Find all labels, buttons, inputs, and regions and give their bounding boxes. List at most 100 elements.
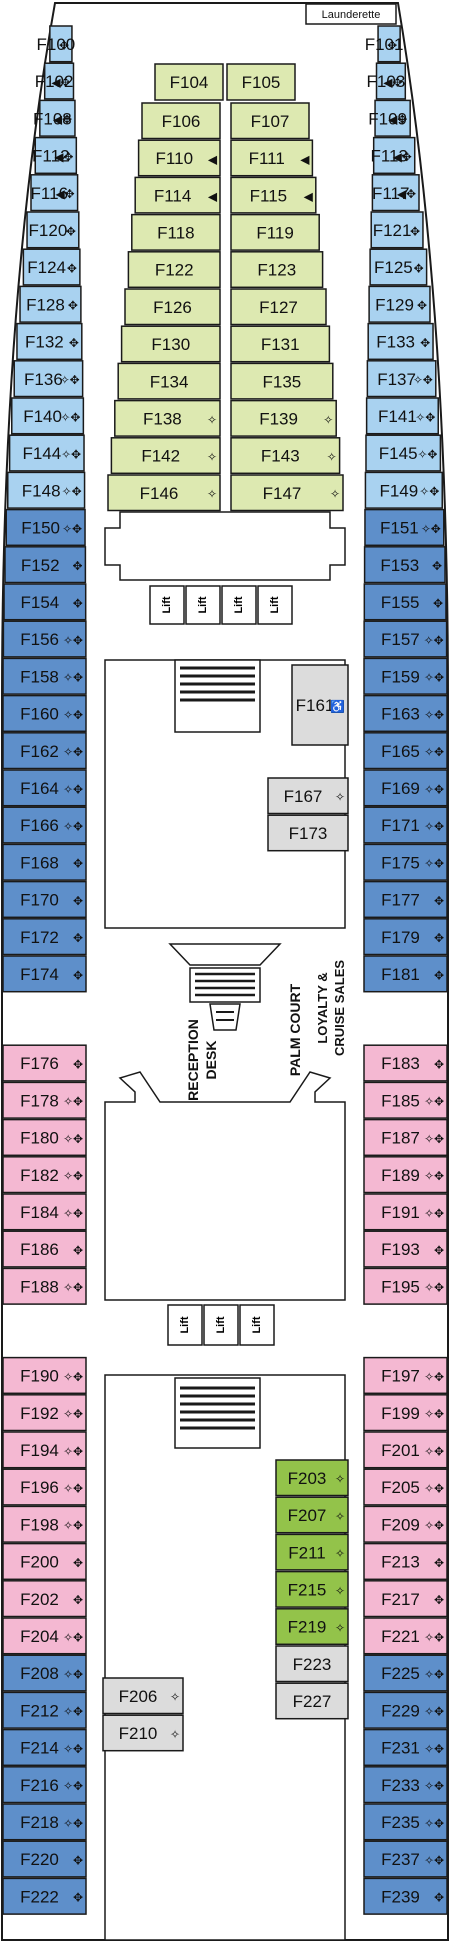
cabin-f206[interactable]: F206✧ bbox=[102, 1677, 184, 1715]
cabin-f108[interactable]: F108◀✥ bbox=[33, 99, 76, 137]
cabin-f187[interactable]: F187✧✥ bbox=[363, 1118, 448, 1157]
cabin-f166[interactable]: F166✧✥ bbox=[2, 806, 87, 844]
cabin-f148[interactable]: F148✧✥ bbox=[7, 471, 86, 509]
cabin-f115[interactable]: F115◀ bbox=[230, 176, 317, 214]
cabin-f197[interactable]: F197✧✥ bbox=[363, 1356, 448, 1395]
cabin-f117[interactable]: F117◀✥ bbox=[371, 174, 420, 212]
cabin-f202[interactable]: F202✥ bbox=[2, 1580, 87, 1618]
cabin-f221[interactable]: F221✧✥ bbox=[363, 1617, 448, 1655]
cabin-f133[interactable]: F133✥ bbox=[367, 322, 434, 361]
cabin-f168[interactable]: F168✥ bbox=[2, 843, 87, 881]
cabin-f159[interactable]: F159✧✥ bbox=[363, 657, 448, 695]
cabin-f189[interactable]: F189✧✥ bbox=[363, 1156, 448, 1194]
cabin-f170[interactable]: F170✥ bbox=[2, 880, 87, 919]
cabin-f182[interactable]: F182✧✥ bbox=[2, 1156, 87, 1194]
cabin-f142[interactable]: F142✧ bbox=[110, 437, 221, 475]
cabin-f215[interactable]: F215✧ bbox=[275, 1570, 349, 1608]
cabin-f154[interactable]: F154✥ bbox=[3, 583, 87, 621]
cabin-f163[interactable]: F163✧✥ bbox=[363, 694, 448, 733]
cabin-f134[interactable]: F134 bbox=[117, 362, 221, 400]
cabin-f183[interactable]: F183✥ bbox=[363, 1044, 448, 1082]
cabin-f145[interactable]: F145✧✥ bbox=[365, 434, 442, 472]
cabin-f192[interactable]: F192✧✥ bbox=[2, 1394, 87, 1432]
cabin-f190[interactable]: F190✧✥ bbox=[2, 1356, 87, 1395]
cabin-f128[interactable]: F128✥ bbox=[19, 285, 82, 323]
cabin-f162[interactable]: F162✧✥ bbox=[2, 732, 87, 770]
cabin-f195[interactable]: F195✧✥ bbox=[363, 1267, 448, 1305]
cabin-f116[interactable]: F116◀✥ bbox=[30, 174, 79, 212]
cabin-f143[interactable]: F143✧ bbox=[230, 437, 341, 475]
cabin-f169[interactable]: F169✧✥ bbox=[363, 769, 448, 807]
cabin-f210[interactable]: F210✧ bbox=[102, 1714, 184, 1752]
cabin-f178[interactable]: F178✧✥ bbox=[2, 1081, 87, 1119]
cabin-f120[interactable]: F120✥ bbox=[26, 211, 80, 249]
cabin-f130[interactable]: F130 bbox=[120, 325, 221, 363]
cabin-f139[interactable]: F139✧ bbox=[230, 399, 337, 437]
cabin-f126[interactable]: F126 bbox=[124, 288, 221, 326]
cabin-f180[interactable]: F180✧✥ bbox=[2, 1118, 87, 1157]
cabin-f104[interactable]: F104 bbox=[154, 63, 224, 101]
cabin-f208[interactable]: F208✧✥ bbox=[2, 1654, 87, 1692]
cabin-f233[interactable]: F233✧✥ bbox=[363, 1766, 448, 1804]
cabin-f179[interactable]: F179✥ bbox=[363, 918, 448, 956]
cabin-f223[interactable]: F223 bbox=[275, 1645, 349, 1683]
cabin-f199[interactable]: F199✧✥ bbox=[363, 1394, 448, 1432]
cabin-f102[interactable]: F102◀✥ bbox=[35, 62, 75, 100]
cabin-f203[interactable]: F203✧ bbox=[275, 1459, 349, 1497]
cabin-f152[interactable]: F152✥ bbox=[4, 546, 87, 584]
cabin-f225[interactable]: F225✧✥ bbox=[363, 1654, 448, 1692]
cabin-f101[interactable]: F101✥ bbox=[365, 25, 404, 63]
cabin-f140[interactable]: F140✧✥ bbox=[11, 397, 85, 435]
cabin-f136[interactable]: F136✧✥ bbox=[13, 360, 84, 398]
cabin-f172[interactable]: F172✥ bbox=[2, 918, 87, 956]
cabin-f222[interactable]: F222✥ bbox=[2, 1877, 87, 1915]
cabin-f214[interactable]: F214✧✥ bbox=[2, 1728, 87, 1767]
cabin-f121[interactable]: F121✥ bbox=[370, 211, 424, 249]
cabin-f227[interactable]: F227 bbox=[275, 1682, 349, 1720]
cabin-f129[interactable]: F129✥ bbox=[368, 285, 431, 323]
cabin-f167[interactable]: F167✧ bbox=[267, 777, 349, 815]
cabin-f125[interactable]: F125✥ bbox=[369, 248, 428, 286]
cabin-f213[interactable]: F213✥ bbox=[363, 1542, 448, 1581]
cabin-f212[interactable]: F212✧✥ bbox=[2, 1691, 87, 1729]
cabin-f205[interactable]: F205✧✥ bbox=[363, 1468, 448, 1506]
cabin-f177[interactable]: F177✥ bbox=[363, 880, 448, 919]
cabin-f186[interactable]: F186✥ bbox=[2, 1230, 87, 1268]
cabin-f160[interactable]: F160✧✥ bbox=[2, 694, 87, 733]
cabin-f158[interactable]: F158✧✥ bbox=[2, 657, 87, 695]
cabin-f151[interactable]: F151✧✥ bbox=[364, 508, 445, 547]
cabin-f231[interactable]: F231✧✥ bbox=[363, 1728, 448, 1767]
cabin-f219[interactable]: F219✧ bbox=[275, 1608, 349, 1646]
cabin-f153[interactable]: F153✥ bbox=[363, 546, 446, 584]
cabin-f237[interactable]: F237✧✥ bbox=[363, 1840, 448, 1878]
cabin-f165[interactable]: F165✧✥ bbox=[363, 732, 448, 770]
cabin-f103[interactable]: F103◀✥ bbox=[367, 62, 407, 100]
cabin-f201[interactable]: F201✧✥ bbox=[363, 1431, 448, 1469]
cabin-f217[interactable]: F217✥ bbox=[363, 1580, 448, 1618]
cabin-f175[interactable]: F175✧✥ bbox=[363, 843, 448, 881]
cabin-f181[interactable]: F181✥ bbox=[363, 955, 448, 993]
cabin-f235[interactable]: F235✧✥ bbox=[363, 1803, 448, 1841]
cabin-f156[interactable]: F156✧✥ bbox=[2, 620, 87, 658]
cabin-f105[interactable]: F105 bbox=[226, 63, 296, 101]
cabin-f207[interactable]: F207✧ bbox=[275, 1496, 349, 1534]
cabin-f184[interactable]: F184✧✥ bbox=[2, 1193, 87, 1231]
cabin-f209[interactable]: F209✧✥ bbox=[363, 1505, 448, 1543]
cabin-f112[interactable]: F112◀✥ bbox=[32, 136, 78, 175]
cabin-f211[interactable]: F211✧ bbox=[275, 1533, 349, 1571]
cabin-f188[interactable]: F188✧✥ bbox=[2, 1267, 87, 1305]
cabin-f174[interactable]: F174✥ bbox=[2, 955, 87, 993]
cabin-f107[interactable]: F107 bbox=[230, 102, 310, 140]
cabin-f229[interactable]: F229✧✥ bbox=[363, 1691, 448, 1729]
cabin-f138[interactable]: F138✧ bbox=[114, 399, 221, 437]
cabin-f111[interactable]: F111◀ bbox=[230, 139, 314, 177]
cabin-f149[interactable]: F149✧✥ bbox=[364, 471, 443, 509]
cabin-f123[interactable]: F123 bbox=[230, 251, 324, 289]
cabin-f110[interactable]: F110◀ bbox=[137, 139, 221, 177]
cabin-f191[interactable]: F191✧✥ bbox=[363, 1193, 448, 1231]
cabin-f157[interactable]: F157✧✥ bbox=[363, 620, 448, 658]
cabin-f141[interactable]: F141✧✥ bbox=[365, 397, 439, 435]
cabin-f100[interactable]: F100✥ bbox=[37, 25, 76, 63]
cabin-f150[interactable]: F150✧✥ bbox=[5, 508, 86, 547]
cabin-f161[interactable]: F161♿ bbox=[291, 664, 349, 746]
